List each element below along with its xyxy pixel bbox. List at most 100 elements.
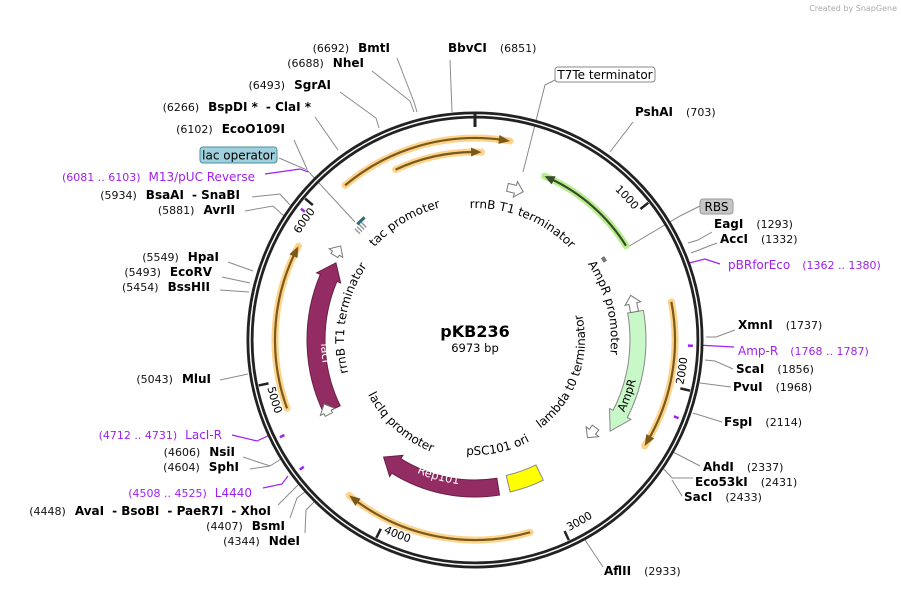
- leader-line: [704, 359, 734, 370]
- leader-line: [278, 157, 356, 223]
- leader-line: [242, 456, 282, 467]
- tick-mark: [258, 382, 269, 387]
- laci-gene-arrow[interactable]: [306, 262, 342, 415]
- enzyme-label-ecoo109i[interactable]: (6102)EcoO109I: [176, 122, 285, 136]
- leader-line: [699, 382, 732, 388]
- enzyme-label-avrii[interactable]: (5881)AvrII: [158, 203, 235, 217]
- primer-label-pbrforeco[interactable]: pBRforEco(1362 .. 1380): [728, 258, 881, 272]
- orf-right[interactable]: [641, 298, 679, 450]
- enzyme-label-acci[interactable]: AccI(1332): [720, 232, 798, 246]
- enzyme-label-bsmi[interactable]: (4407)BsmI: [206, 519, 285, 533]
- plasmid-name: pKB236: [440, 322, 509, 341]
- enzyme-label-ahdi[interactable]: AhdI(2337): [703, 460, 783, 474]
- enzyme-label-bbvci[interactable]: BbvCI(6851): [448, 41, 536, 55]
- enzyme-label-bsshii[interactable]: (5454)BssHII: [122, 280, 210, 294]
- leader-line: [277, 484, 299, 506]
- tick-label: 2000: [673, 357, 690, 386]
- ampr-promoter-marker[interactable]: [624, 294, 642, 314]
- laciq-promoter-marker[interactable]: [319, 403, 337, 417]
- psc101-ori-box[interactable]: [505, 464, 545, 493]
- label-psc101-ori[interactable]: pSC101 ori: [466, 431, 531, 458]
- enzyme-label-aflii[interactable]: AflII(2933): [604, 564, 681, 578]
- enzyme-label-pshai[interactable]: PshAI(703): [635, 105, 716, 119]
- leader-line: [687, 231, 713, 244]
- lac-operator-marker[interactable]: [356, 216, 366, 226]
- orf-left[interactable]: [271, 242, 302, 412]
- laci-r-primer-mark[interactable]: [279, 433, 285, 439]
- enzyme-label-sgrai[interactable]: (6493)SgrAI: [249, 78, 331, 92]
- tick-mark: [680, 387, 691, 392]
- t7te-terminator-label[interactable]: T7Te terminator: [554, 66, 656, 83]
- enzyme-label-ecorv[interactable]: (5493)EcoRV: [124, 265, 212, 279]
- enzyme-label-bsaai[interactable]: (5934)BsaAI- SnaBI: [100, 188, 240, 202]
- enzyme-label-hpai[interactable]: (5549)HpaI: [142, 250, 219, 264]
- rrnb-left-terminator-marker[interactable]: [327, 245, 344, 259]
- leader-line: [690, 242, 718, 254]
- primer-leader-line: [684, 258, 721, 265]
- label-laciq-promoter[interactable]: lacIq promoter: [365, 389, 436, 455]
- leader-line: [221, 276, 251, 284]
- m13-primer-mark[interactable]: [300, 207, 306, 213]
- rbs-label[interactable]: RBS: [699, 198, 734, 215]
- enzyme-label-fspi[interactable]: FspI(2114): [724, 415, 802, 429]
- site-labels: (6692)BmtI(6688)NheI (6493)SgrAI (6266)Bsp…: [29, 41, 881, 578]
- leader-line: [293, 139, 308, 170]
- leader-line: [304, 501, 315, 534]
- enzyme-label-pvui[interactable]: PvuI(1968): [733, 380, 812, 394]
- leader-line: [449, 59, 453, 113]
- rrnb-top-terminator-marker[interactable]: [506, 180, 524, 199]
- rbs-marker[interactable]: [600, 256, 608, 263]
- label-laci[interactable]: lacI: [318, 343, 334, 364]
- pbrforeco-primer-mark[interactable]: [673, 415, 679, 420]
- primer-label-m13pucreverse[interactable]: (6081 .. 6103)M13/pUC Reverse: [62, 170, 255, 184]
- leader-line: [396, 57, 418, 113]
- orf-top-outer[interactable]: [341, 134, 514, 189]
- primer-label-ampr[interactable]: Amp-R(1768 .. 1787): [738, 344, 869, 358]
- leader-line: [314, 116, 339, 151]
- rep101-gene-arrow[interactable]: [382, 454, 501, 498]
- enzyme-label-sphi[interactable]: (4604)SphI: [163, 460, 239, 474]
- leader-line: [692, 412, 723, 423]
- enzyme-label-saci[interactable]: SacI(2433): [684, 490, 762, 504]
- l4440-primer-mark[interactable]: [299, 465, 305, 471]
- svg-text:RBS: RBS: [705, 200, 729, 214]
- enzyme-label-ndei[interactable]: (4344)NdeI: [223, 534, 300, 548]
- tick-mark: [375, 528, 382, 539]
- enzyme-label-eagi[interactable]: EagI(1293): [714, 217, 793, 231]
- plasmid-length: 6973 bp: [451, 341, 499, 355]
- enzyme-label-scai[interactable]: ScaI(1856): [736, 362, 814, 376]
- leader-line: [584, 539, 604, 568]
- enzyme-label-eco53ki[interactable]: Eco53kI(2431): [695, 475, 797, 489]
- leader-line: [219, 373, 249, 381]
- orf-green[interactable]: [541, 172, 630, 250]
- leader-line: [706, 329, 736, 338]
- leader-line: [249, 465, 271, 470]
- enzyme-label-bmti[interactable]: (6692)BmtI: [313, 41, 390, 55]
- orf-top-inner[interactable]: [392, 147, 486, 174]
- enzyme-label-xmni[interactable]: XmnI(1737): [738, 318, 822, 332]
- orf-bottom[interactable]: [345, 491, 534, 544]
- tac-promoter-marker[interactable]: [354, 221, 368, 235]
- enzyme-label-avai[interactable]: (4448)AvaI- BsoBI- PaeR7I- XhoI: [29, 504, 271, 518]
- primer-leader-line: [264, 168, 309, 175]
- primer-label-l4440[interactable]: (4508 .. 4525)L4440: [128, 486, 252, 500]
- ampr-gene-arrow[interactable]: [609, 309, 647, 432]
- leader-line: [227, 261, 254, 272]
- enzyme-label-mlui[interactable]: (5043)MluI: [136, 372, 211, 386]
- label-lambda-terminator[interactable]: lambda t0 terminator: [534, 313, 588, 430]
- lambda-terminator-marker[interactable]: [585, 424, 601, 439]
- enzyme-label-nhei[interactable]: (6688)NheI: [287, 56, 364, 70]
- enzyme-label-nsii[interactable]: (4606)NsiI: [164, 445, 235, 459]
- label-tac-promoter[interactable]: tac promoter: [366, 197, 441, 249]
- tick-mark: [563, 530, 570, 541]
- label-rrnb-top[interactable]: rrnB T1 terminator: [469, 197, 578, 251]
- primer-leader-line: [262, 475, 289, 489]
- leader-line: [251, 193, 291, 206]
- leader-line: [660, 465, 693, 479]
- leader-lines: [219, 57, 736, 568]
- lac-operator-label[interactable]: lac operator: [199, 146, 278, 164]
- enzyme-label-bspdi[interactable]: (6266)BspDI *- ClaI *: [163, 100, 312, 114]
- primer-label-lacir[interactable]: (4712 .. 4731)LacI-R: [99, 428, 222, 442]
- label-ampr-promoter[interactable]: AmpR promoter: [585, 258, 622, 356]
